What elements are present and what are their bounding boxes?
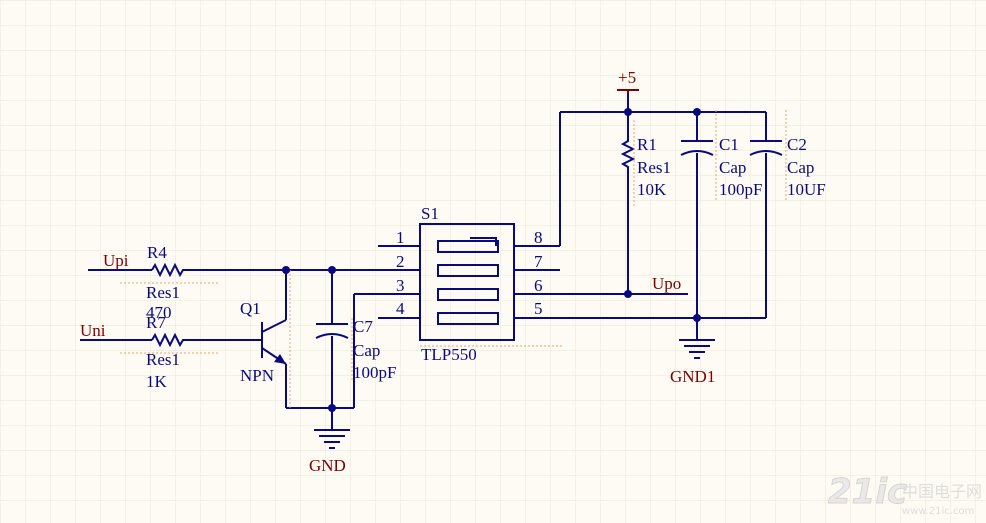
- c7-type: Cap: [353, 341, 380, 360]
- c7-value: 100pF: [353, 363, 396, 382]
- r7-designator: R7: [146, 313, 166, 332]
- c1-type: Cap: [719, 158, 746, 177]
- s1-designator: S1: [421, 204, 439, 223]
- junction-dot: [693, 108, 701, 116]
- r1-value: 10K: [637, 180, 667, 199]
- junction-dot: [624, 290, 632, 298]
- resistor-r1: [620, 120, 636, 206]
- c1-designator: C1: [719, 135, 739, 154]
- watermark-logo: 21ic: [828, 472, 907, 512]
- r4-type: Res1: [146, 283, 180, 302]
- c2-type: Cap: [787, 158, 814, 177]
- c7-designator: C7: [353, 317, 373, 336]
- r7-value: 1K: [146, 372, 168, 391]
- s1-part: TLP550: [421, 345, 477, 364]
- r4-value: 470: [146, 303, 172, 322]
- ground-label-gnd1: GND1: [670, 367, 715, 386]
- power-symbol-vcc: [617, 89, 639, 94]
- transistor-q1: [248, 270, 291, 408]
- capacitor-c2: [749, 110, 787, 200]
- power-label-vcc: +5: [618, 68, 636, 87]
- ground-label-gnd: GND: [309, 456, 346, 475]
- q1-type: NPN: [240, 366, 274, 385]
- watermark-cn: 中国电子网: [902, 482, 982, 501]
- watermark: 21ic 中国电子网 www.21ic.com: [828, 472, 983, 518]
- resistor-r4: [120, 262, 220, 284]
- s1-pin-2: 2: [396, 252, 405, 271]
- junction-dot: [282, 266, 290, 274]
- capacitor-c1: [680, 110, 717, 200]
- s1-pin-5: 5: [534, 299, 543, 318]
- c1-value: 100pF: [719, 180, 762, 199]
- r1-type: Res1: [637, 158, 671, 177]
- s1-pin-8: 8: [534, 228, 543, 247]
- r4-designator: R4: [147, 243, 167, 262]
- s1-pin-7: 7: [534, 252, 543, 271]
- junction-dot: [328, 404, 336, 412]
- net-label-upo: Upo: [652, 274, 681, 293]
- s1-pin-4: 4: [396, 299, 405, 318]
- s1-pin-1: 1: [396, 228, 405, 247]
- c2-designator: C2: [787, 135, 807, 154]
- s1-pin-6: 6: [534, 276, 543, 295]
- resistor-r7: [120, 332, 220, 354]
- r7-type: Res1: [146, 350, 180, 369]
- gnd-symbol: [314, 429, 350, 449]
- q1-designator: Q1: [240, 299, 261, 318]
- net-label-upi: Upi: [103, 251, 129, 270]
- optocoupler-s1: [378, 223, 564, 347]
- watermark-url: www.21ic.com: [902, 506, 974, 517]
- junction-dot: [328, 266, 336, 274]
- junction-dot: [693, 314, 701, 322]
- capacitor-c7: [315, 318, 353, 380]
- net-label-uni: Uni: [80, 321, 106, 340]
- c2-value: 10UF: [787, 180, 826, 199]
- r1-designator: R1: [637, 135, 657, 154]
- junction-dot: [624, 108, 632, 116]
- output-wiring: [559, 90, 767, 340]
- s1-pin-3: 3: [396, 276, 405, 295]
